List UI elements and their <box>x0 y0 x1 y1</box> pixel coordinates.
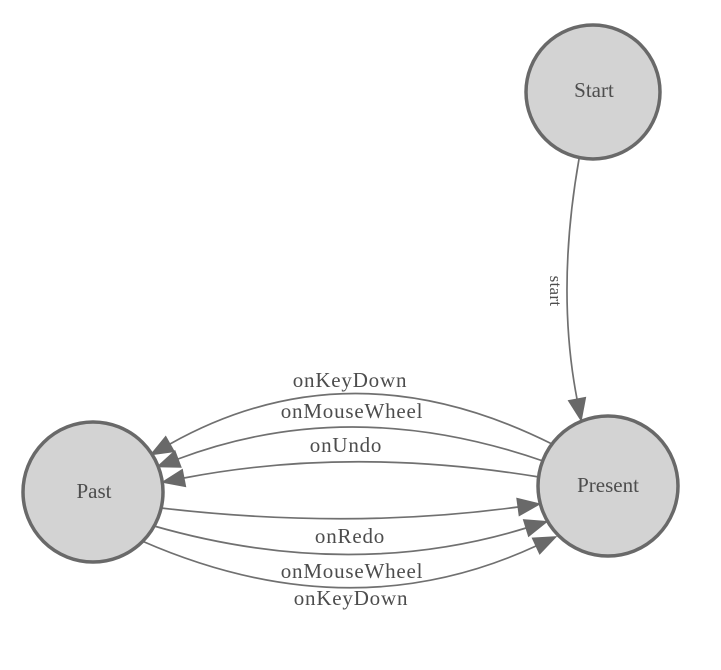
edge-start-to-present <box>566 158 587 423</box>
edge-label-start: start <box>546 276 565 307</box>
edge-present-to-past-onkeydown <box>149 392 553 456</box>
state-node-start: Start <box>524 23 662 161</box>
state-node-past: Past <box>21 420 165 564</box>
edge-label-onmousewheel-top: onMouseWheel <box>281 399 424 423</box>
state-node-present: Present <box>536 414 680 558</box>
edge-past-to-present-onkeydown <box>141 536 558 589</box>
edge-past-to-present-onredo <box>160 497 542 520</box>
edge-label-onundo: onUndo <box>310 433 382 457</box>
edge-label-onredo: onRedo <box>315 524 385 548</box>
past-node-label: Past <box>76 479 111 503</box>
edge-label-onkeydown-top: onKeyDown <box>293 368 408 392</box>
edge-present-to-past-onmousewheel <box>156 426 544 468</box>
edge-label-onmousewheel-bottom: onMouseWheel <box>281 559 424 583</box>
edge-present-to-past-onundo <box>160 460 540 488</box>
present-node-circle <box>536 414 680 558</box>
start-node-circle <box>524 23 662 161</box>
edge-label-group: start onKeyDown onMouseWheel onUndo onRe… <box>281 276 565 610</box>
present-node-label: Present <box>577 473 639 497</box>
edge-past-to-present-onmousewheel <box>153 519 549 556</box>
edge-group <box>141 158 587 589</box>
start-node-label: Start <box>574 78 614 102</box>
past-node-circle <box>21 420 165 564</box>
edge-label-onkeydown-bottom: onKeyDown <box>294 586 409 610</box>
